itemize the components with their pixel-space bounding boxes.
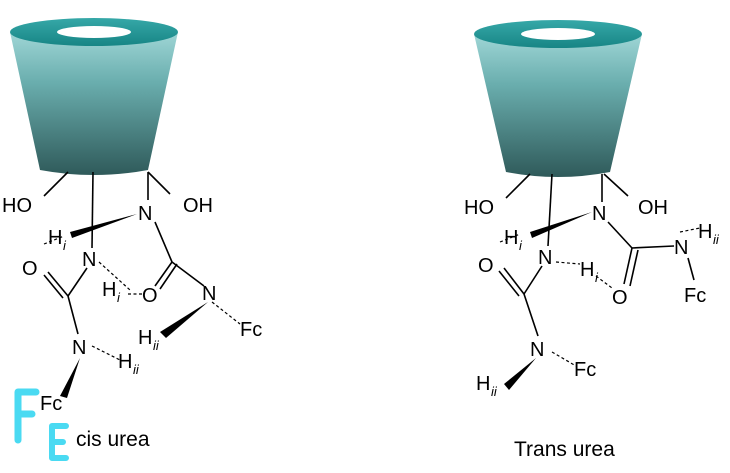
n-upper-label: N: [138, 203, 152, 225]
cyclodextrin-cone-left: [10, 18, 178, 175]
oh-label: OH: [183, 195, 213, 217]
fc-right-label-right: Fc: [684, 285, 706, 307]
h-i-upper-subscript-right: i: [519, 238, 523, 253]
n-bottom-label: N: [72, 337, 86, 359]
wedge-bond-upper-right: [530, 212, 592, 238]
h-i-upper-label-right: H: [504, 227, 518, 249]
wedge-bond-right: [160, 302, 208, 338]
n-upper-label-right: N: [592, 203, 606, 225]
cyclodextrin-cone-right: [474, 20, 642, 177]
ho-label-right: HO: [464, 197, 494, 219]
ho-label: HO: [2, 195, 32, 217]
trans-urea-structure: HO OH N H i O N H i O N H ii Fc N Fc H i…: [464, 20, 720, 461]
n-left-label-right: N: [538, 247, 552, 269]
o-left-label: O: [22, 258, 38, 280]
o-mid-label: O: [142, 285, 158, 307]
fc-right-label: Fc: [240, 319, 262, 341]
bonds-left: [43, 171, 241, 398]
n-right-label: N: [202, 283, 216, 305]
h-ii-right-label: H: [138, 327, 152, 349]
bonds-right: [498, 173, 701, 390]
wedge-bond-bottom: [60, 358, 80, 398]
fc-bottom-label-right: Fc: [574, 359, 596, 381]
h-i-upper-label: H: [48, 227, 62, 249]
h-i-mid-label-right: H: [580, 259, 594, 281]
o-left-label-right: O: [478, 255, 494, 277]
h-ii-bottom-label: H: [118, 351, 132, 373]
h-ii-bottom-label-right: H: [476, 373, 490, 395]
cis-urea-structure: HO OH N H i O N H i O N H ii Fc N H ii F…: [2, 18, 262, 451]
wedge-bond-bottom-right: [504, 358, 536, 390]
h-i-lower-label: H: [102, 279, 116, 301]
h-i-upper-subscript: i: [63, 238, 67, 253]
h-ii-right-subscript-right: ii: [713, 232, 720, 247]
n-left-label: N: [82, 249, 96, 271]
watermark: [14, 388, 69, 461]
n-bottom-label-right: N: [530, 339, 544, 361]
h-ii-right-subscript: ii: [153, 338, 160, 353]
wedge-bond-upper: [70, 214, 137, 238]
h-ii-bottom-subscript: ii: [133, 362, 140, 377]
o-mid-label-right: O: [612, 287, 628, 309]
cis-urea-caption: cis urea: [76, 428, 150, 451]
h-i-lower-subscript: i: [117, 290, 121, 305]
h-i-mid-subscript-right: i: [595, 270, 599, 285]
h-ii-right-label-right: H: [698, 221, 712, 243]
oh-label-right: OH: [638, 197, 668, 219]
h-ii-bottom-subscript-right: ii: [491, 384, 498, 399]
fc-bottom-label: Fc: [40, 393, 62, 415]
n-right-label-right: N: [674, 237, 688, 259]
trans-urea-caption: Trans urea: [514, 438, 615, 461]
